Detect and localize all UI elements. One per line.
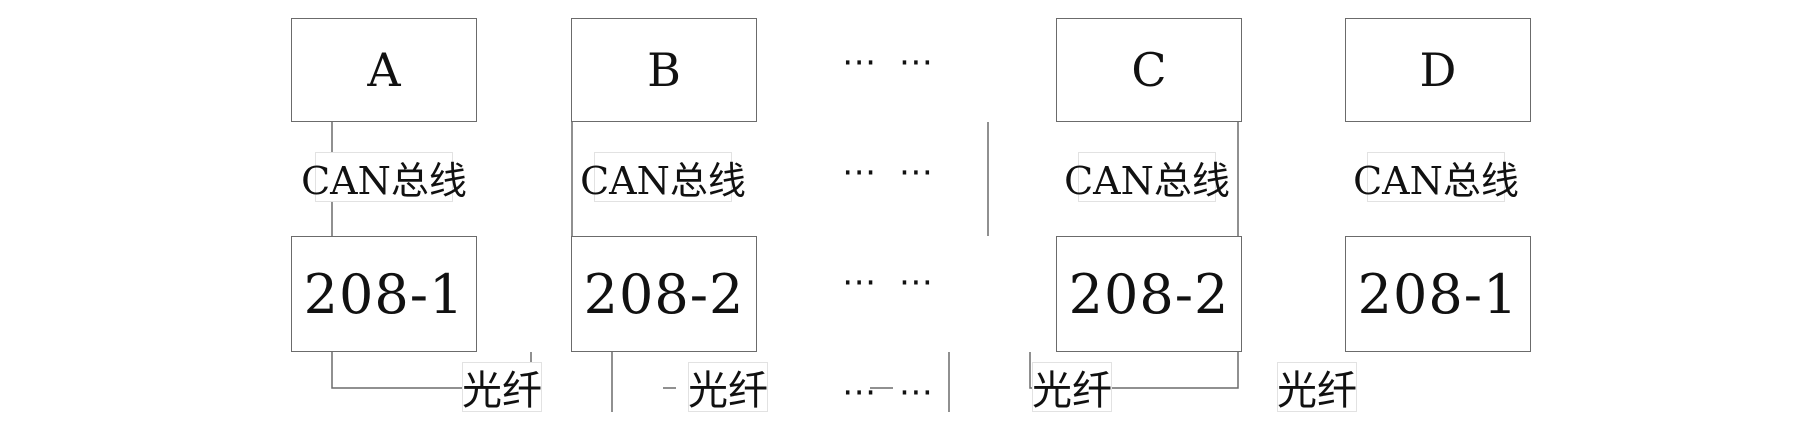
device-label-1: 208-1	[303, 262, 465, 326]
fiber-label-3: 光纤	[1032, 362, 1112, 414]
device-box-1: 208-1	[291, 236, 477, 352]
node-box-b: B	[571, 18, 757, 122]
ellipsis-row-1: ⋯ ⋯	[842, 42, 939, 82]
fiber-label-2: 光纤	[688, 362, 768, 414]
device-box-3: 208-2	[1056, 236, 1242, 352]
node-label-a: A	[367, 43, 401, 97]
node-label-b: B	[647, 43, 681, 97]
device-label-3: 208-2	[1068, 262, 1230, 326]
node-label-c: C	[1131, 43, 1167, 97]
ellipsis-row-2: ⋯ ⋯	[842, 152, 939, 192]
device-box-2: 208-2	[571, 236, 757, 352]
node-label-d: D	[1419, 43, 1457, 97]
can-bus-label-c: CAN总线	[1064, 152, 1230, 203]
device-label-2: 208-2	[583, 262, 745, 326]
fiber-label-4: 光纤	[1277, 362, 1357, 414]
can-bus-label-b: CAN总线	[580, 152, 746, 203]
fiber-link-right	[1029, 352, 1239, 389]
ellipsis-row-3: ⋯ ⋯	[842, 262, 939, 302]
can-bus-label-d: CAN总线	[1353, 152, 1519, 203]
ellipsis-row-4: ⋯ ⋯	[842, 372, 939, 412]
node-box-a: A	[291, 18, 477, 122]
node-box-c: C	[1056, 18, 1242, 122]
fiber-label-1: 光纤	[462, 362, 542, 414]
can-bus-label-a: CAN总线	[301, 152, 467, 203]
device-box-4: 208-1	[1345, 236, 1531, 352]
device-label-4: 208-1	[1357, 262, 1519, 326]
node-box-d: D	[1345, 18, 1531, 122]
